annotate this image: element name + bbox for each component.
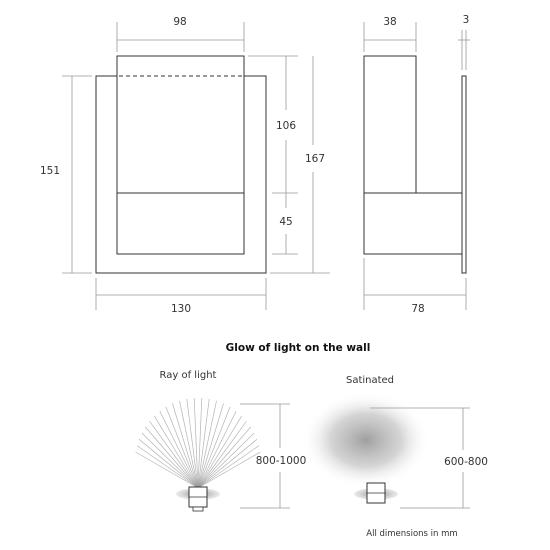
- dim-label-130: 130: [171, 303, 191, 315]
- light-ray: [197, 445, 260, 489]
- dim-label-45: 45: [279, 216, 292, 228]
- dim-label-600-800: 600-800: [444, 456, 488, 468]
- light-ray: [138, 439, 199, 489]
- units-note: All dimensions in mm: [366, 529, 457, 539]
- light-ray: [197, 426, 251, 489]
- dim-depth-base: 78: [363, 258, 467, 315]
- light-ray: [136, 445, 199, 489]
- ray-of-light-section: Ray of light 800-1000: [135, 370, 307, 512]
- dim-label-151: 151: [40, 165, 60, 177]
- dim-label-106: 106: [276, 120, 296, 132]
- dim-satinated-height: 600-800: [370, 407, 488, 509]
- light-ray: [149, 420, 199, 489]
- wall-plate-side: [461, 75, 467, 274]
- dim-label-38: 38: [383, 16, 396, 28]
- lamp-body-side: [363, 55, 463, 255]
- light-ray: [145, 426, 199, 489]
- light-ray: [197, 403, 224, 489]
- glow-title: Glow of light on the wall: [226, 342, 371, 354]
- light-ray: [197, 420, 247, 489]
- side-view: 38 3 78: [363, 14, 470, 315]
- dim-height-total: 151: [40, 75, 92, 274]
- light-ray: [141, 432, 199, 489]
- dim-width-base: 130: [95, 278, 267, 315]
- light-ray: [135, 451, 199, 489]
- light-ray: [197, 439, 258, 489]
- light-ray: [197, 406, 231, 489]
- satinated-glow: [302, 392, 430, 488]
- front-view: 98 151 106 45 167: [40, 16, 330, 315]
- light-ray: [172, 403, 199, 489]
- satinated-section: Satinated 600-800: [302, 375, 488, 509]
- satinated-label: Satinated: [346, 375, 394, 386]
- dim-height-overall: 167: [270, 56, 330, 274]
- dim-plate: 3: [458, 14, 470, 70]
- light-ray: [197, 400, 217, 489]
- dim-label-800-1000: 800-1000: [256, 455, 307, 467]
- dim-depth-top: 38: [363, 16, 417, 52]
- dim-height-sections: 106 45: [248, 55, 298, 255]
- light-ray: [197, 410, 237, 489]
- lamp-body-front: [116, 55, 245, 255]
- dim-label-3: 3: [463, 14, 470, 26]
- ray-label: Ray of light: [160, 370, 217, 381]
- dim-label-167: 167: [305, 153, 325, 165]
- light-ray: [197, 398, 203, 489]
- light-ray: [197, 398, 210, 489]
- dim-ray-height: 800-1000: [240, 403, 307, 509]
- light-ray: [165, 406, 199, 489]
- light-ray: [159, 410, 199, 489]
- dim-label-98: 98: [173, 16, 186, 28]
- light-ray: [154, 415, 199, 489]
- dim-width-top: 98: [116, 16, 245, 52]
- light-ray: [186, 398, 199, 489]
- light-ray: [197, 432, 255, 489]
- light-ray: [193, 398, 199, 489]
- light-ray: [197, 415, 242, 489]
- light-ray: [179, 400, 199, 489]
- light-rays: [135, 398, 261, 489]
- light-ray: [197, 451, 261, 489]
- dim-label-78: 78: [411, 303, 424, 315]
